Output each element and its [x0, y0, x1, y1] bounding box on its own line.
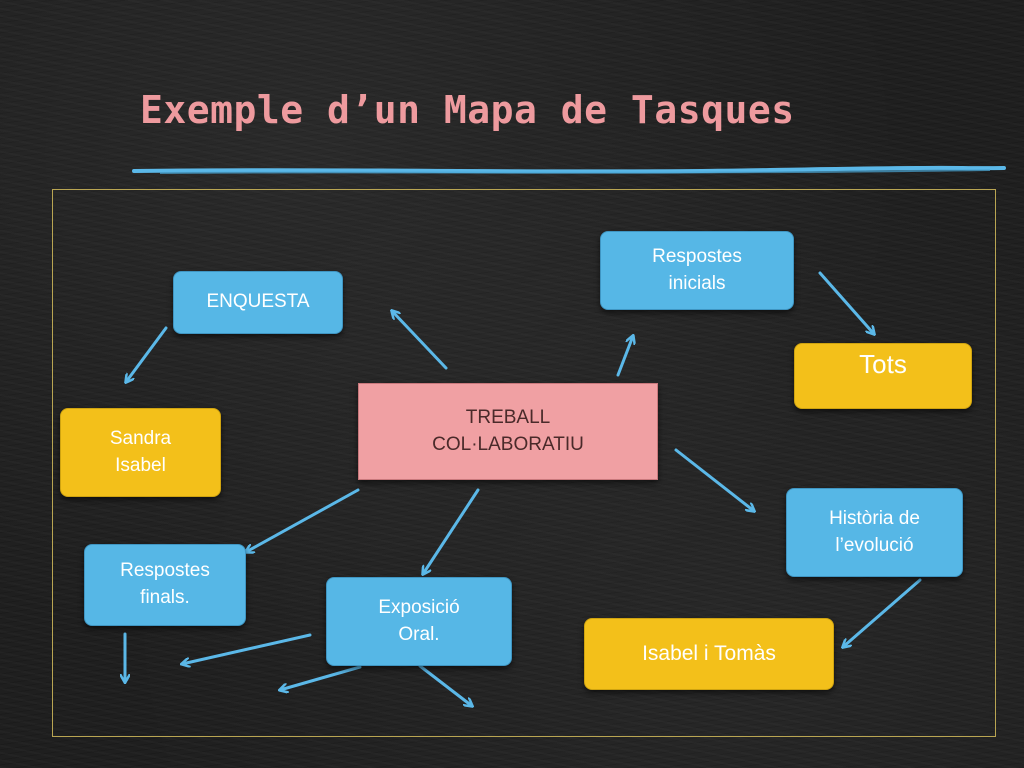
arrow-enquesta-to-sandra	[126, 326, 168, 382]
arrow-respostes-inicials-to-tots	[818, 271, 874, 334]
arrow-exposicio-left	[182, 633, 312, 664]
arrow-historia-to-isabel-tomas	[843, 578, 922, 647]
exposicio-node: Exposició Oral.	[326, 577, 512, 666]
sandra-isabel-node: Sandra Isabel	[60, 408, 221, 497]
arrow-exposicio-down-left	[280, 665, 362, 690]
arrow-exposicio-down-right	[418, 664, 472, 706]
tots-node: Tots	[794, 343, 972, 409]
exposicio-node-label: Exposició Oral.	[378, 596, 460, 645]
enquesta-node-label: ENQUESTA	[206, 291, 310, 313]
slide-title: Exemple d’un Mapa de Tasques	[140, 88, 795, 132]
sandra-isabel-node-label: Sandra Isabel	[109, 427, 172, 476]
diagram-frame	[52, 189, 996, 737]
respostes-inicials-node: Respostes inicials	[600, 231, 794, 310]
historia-node: Història de l’evolució	[786, 488, 963, 577]
center-node-label: TREBALL COL·LABORATIU	[432, 406, 584, 455]
historia-node-label: Història de l’evolució	[829, 507, 920, 556]
arrow-center-to-enquesta	[392, 311, 448, 370]
respostes-finals-node: Respostes finals.	[84, 544, 246, 626]
isabel-tomas-node-label: Isabel i Tomàs	[642, 642, 776, 666]
arrow-center-to-respostes-finals	[246, 488, 360, 552]
enquesta-node: ENQUESTA	[173, 271, 343, 334]
title-underline	[132, 165, 1006, 174]
tots-node-label: Tots	[859, 349, 907, 379]
arrow-center-to-historia	[674, 448, 754, 511]
arrow-center-to-exposicio	[423, 488, 480, 574]
center-node: TREBALL COL·LABORATIU	[358, 383, 658, 480]
arrow-center-to-respostes-inicials	[616, 336, 633, 377]
isabel-tomas-node: Isabel i Tomàs	[584, 618, 834, 690]
respostes-inicials-node-label: Respostes inicials	[652, 245, 742, 294]
respostes-finals-node-label: Respostes finals.	[120, 560, 210, 608]
